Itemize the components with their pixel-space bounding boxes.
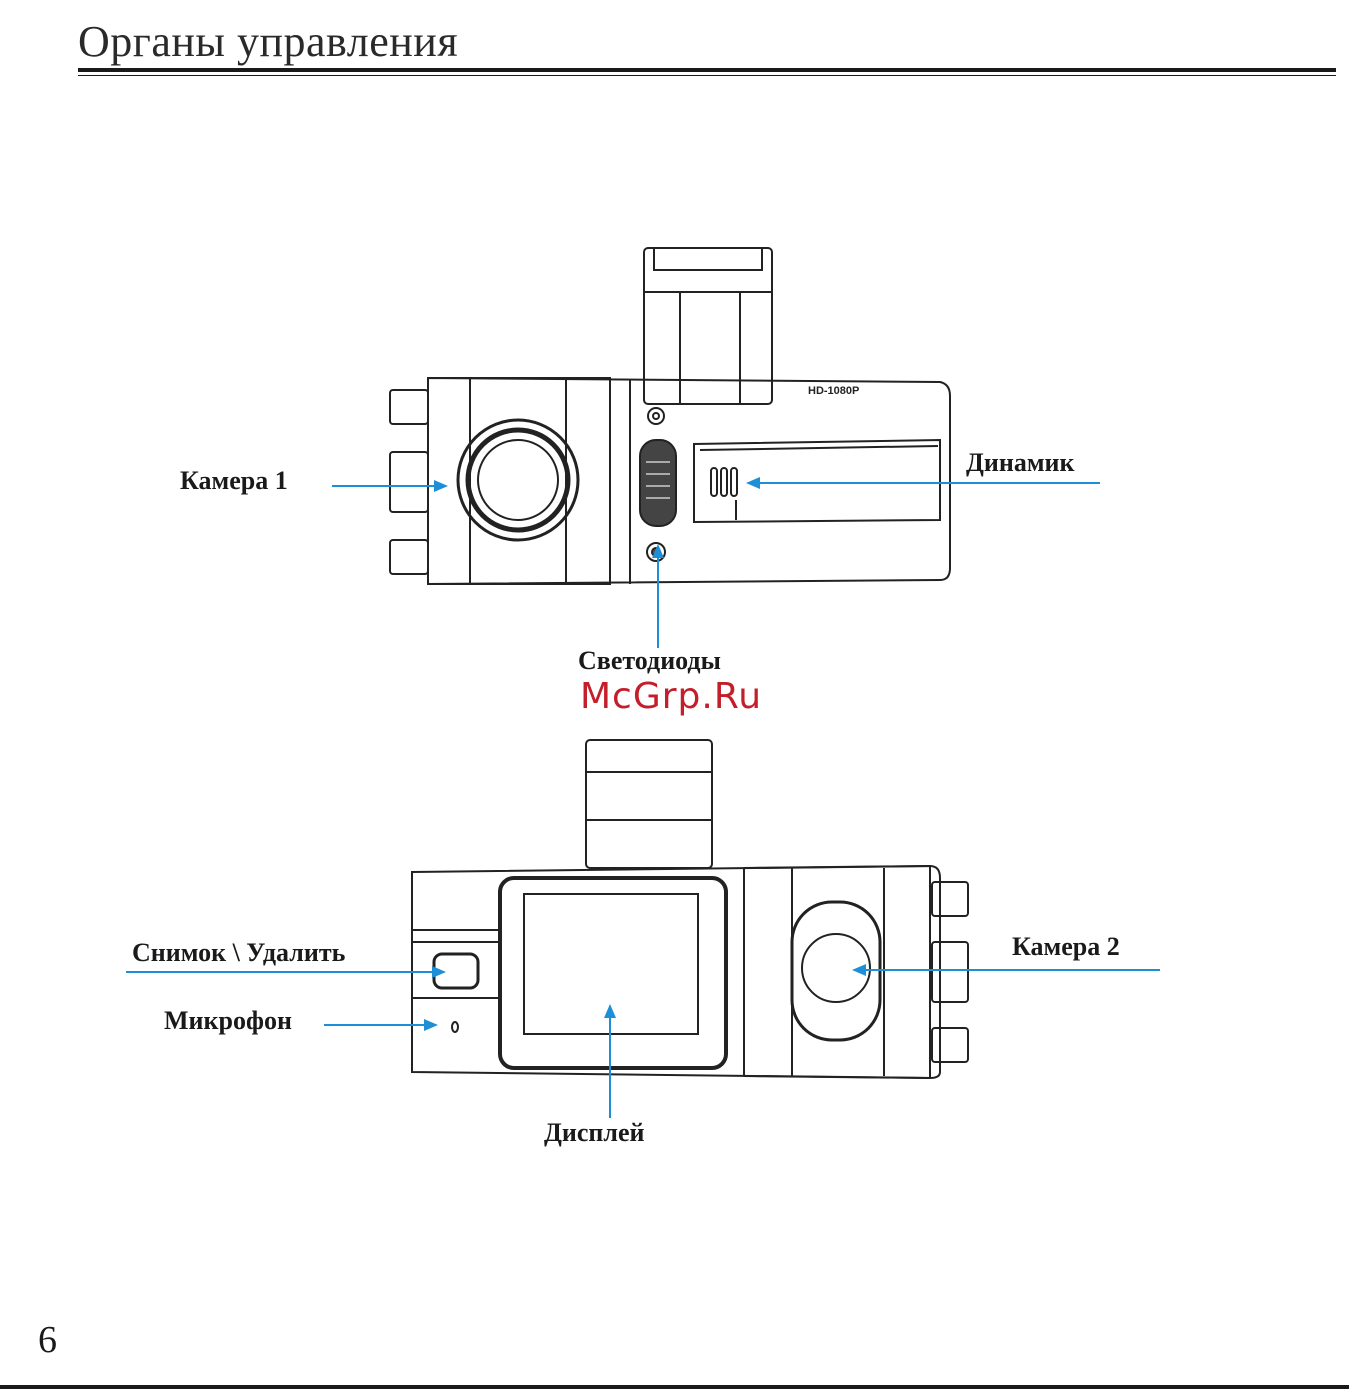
label-camera1: Камера 1 [180,466,288,496]
label-snapshot-delete: Снимок \ Удалить [132,938,345,968]
label-speaker: Динамик [966,448,1075,478]
rear-body [412,866,940,1078]
camera2-lens [802,934,870,1002]
front-mount-top [654,248,762,270]
camera-rear-view [412,740,968,1078]
watermark: McGrp.Ru [580,676,762,717]
label-camera2: Камера 2 [1012,932,1120,962]
camera1-lens-outer [458,420,578,540]
label-leds: Светодиоды [578,646,721,676]
display-bezel [500,878,726,1068]
front-body [428,378,950,584]
power-switch [640,440,676,526]
label-display: Дисплей [544,1118,645,1148]
rear-mount-bracket [586,740,712,868]
page-number: 6 [38,1318,57,1362]
bottom-rule [0,1385,1349,1389]
model-badge: HD-1080P [808,385,859,397]
label-microphone: Микрофон [164,1006,292,1036]
camera-front-view [390,248,950,584]
